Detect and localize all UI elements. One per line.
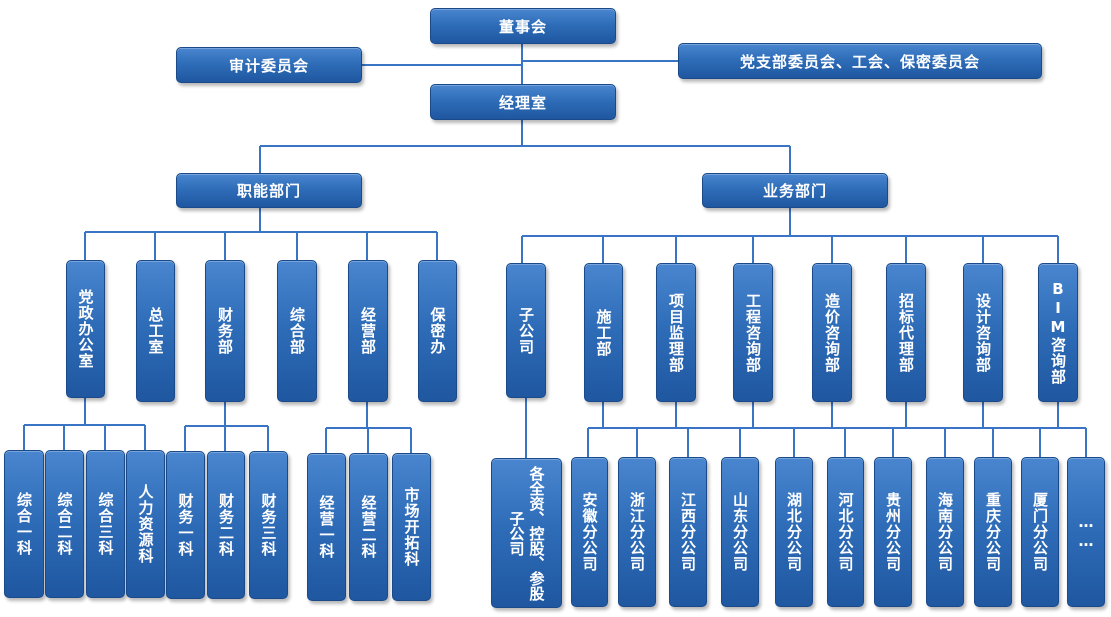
manager-office-box: 经理室: [430, 84, 616, 120]
business-division-box: 业务部门: [702, 173, 888, 208]
board-box: 董事会: [430, 8, 616, 44]
dept-cost-consulting: 造价咨询部: [812, 263, 852, 402]
sub-finance-2: 财务二科: [207, 451, 245, 599]
branch-jiangxi: 江西分公司: [669, 457, 707, 607]
connector-business-bus: [521, 208, 1059, 263]
dept-bidding-agency: 招标代理部: [886, 263, 926, 402]
subsidiary-detail-box: 各全资、控股、参股子公司: [491, 458, 562, 608]
dept-secrecy: 保密办: [418, 260, 457, 402]
functional-division-box: 职能部门: [176, 173, 362, 208]
connector-branches-bus: [587, 402, 1087, 457]
branch-hainan: 海南分公司: [926, 457, 964, 607]
sub-finance-3: 财务三科: [249, 451, 288, 599]
branch-anhui: 安徽分公司: [571, 457, 608, 607]
branch-zhejiang: 浙江分公司: [618, 457, 656, 607]
sub-market-expansion: 市场开拓科: [392, 453, 431, 601]
sub-finance-1: 财务一科: [166, 451, 205, 599]
dept-finance: 财务部: [205, 260, 245, 402]
branch-hubei: 湖北分公司: [775, 457, 813, 607]
dept-design-consulting: 设计咨询部: [963, 263, 1003, 402]
dept-subsidiary: 子公司: [506, 263, 546, 398]
dept-general: 综合部: [277, 260, 317, 402]
branch-more: ……: [1067, 457, 1105, 607]
branch-hebei: 河北分公司: [827, 457, 864, 607]
dept-bim-consulting: BIM咨询部: [1038, 263, 1078, 402]
dept-supervision: 项目监理部: [656, 263, 696, 402]
sub-hr: 人力资源科: [126, 450, 165, 598]
dept-chief-engineer: 总工室: [136, 260, 175, 402]
connector-office-subs: [23, 398, 146, 450]
branch-xiamen: 厦门分公司: [1021, 457, 1059, 607]
dept-engineering-consulting: 工程咨询部: [733, 263, 773, 402]
sub-general-3: 综合三科: [86, 450, 125, 598]
dept-construction: 施工部: [584, 263, 623, 402]
sub-general-2: 综合二科: [45, 450, 84, 598]
sub-operation-2: 经营二科: [349, 453, 388, 601]
dept-operation: 经营部: [348, 260, 388, 402]
connector-functional-bus: [84, 208, 438, 260]
branch-shandong: 山东分公司: [721, 457, 759, 607]
sub-general-1: 综合一科: [4, 450, 44, 598]
connector-business-subs: [325, 402, 412, 453]
branch-chongqing: 重庆分公司: [974, 457, 1012, 607]
party-committee-box: 党支部委员会、工会、保密委员会: [678, 43, 1042, 79]
sub-operation-1: 经营一科: [307, 453, 346, 601]
connector-finance-subs: [184, 402, 269, 451]
connector-divisions: [259, 120, 791, 173]
branch-guizhou: 贵州分公司: [874, 457, 912, 607]
dept-party-office: 党政办公室: [66, 260, 105, 398]
audit-committee-box: 审计委员会: [176, 47, 362, 83]
